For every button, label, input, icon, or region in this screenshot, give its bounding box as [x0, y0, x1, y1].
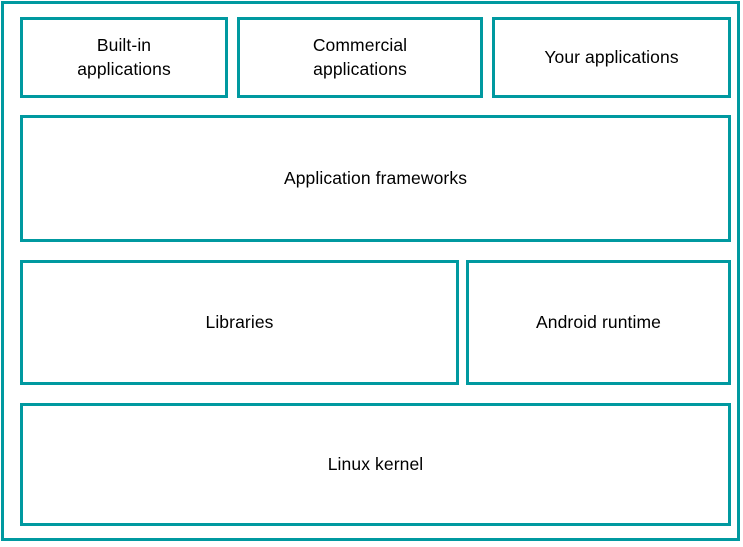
- layer-label-your-applications: Your applications: [544, 46, 679, 67]
- layer-label-commercial-applications: Commercial applications: [312, 35, 408, 79]
- layer-box-application-frameworks: Application frameworks: [20, 115, 731, 242]
- layer-box-libraries: Libraries: [20, 260, 459, 385]
- layer-box-your-applications: Your applications: [492, 17, 731, 98]
- layer-box-commercial-applications: Commercial applications: [237, 17, 483, 98]
- layer-label-application-frameworks: Application frameworks: [283, 167, 468, 188]
- layer-label-builtin-applications: Built-in applications: [77, 35, 171, 79]
- layer-label-android-runtime: Android runtime: [535, 311, 662, 332]
- layer-box-android-runtime: Android runtime: [466, 260, 731, 385]
- layer-label-libraries: Libraries: [205, 311, 274, 332]
- layer-box-builtin-applications: Built-in applications: [20, 17, 228, 98]
- layer-box-linux-kernel: Linux kernel: [20, 403, 731, 526]
- layer-label-linux-kernel: Linux kernel: [327, 453, 424, 474]
